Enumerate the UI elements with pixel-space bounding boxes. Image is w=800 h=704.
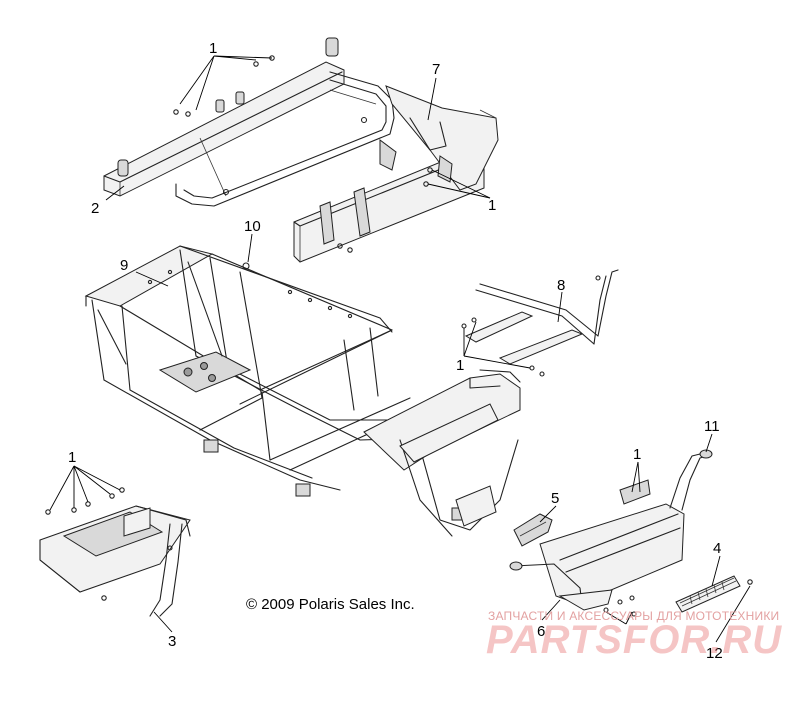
part-7-rear-bracket	[293, 85, 499, 263]
copyright-notice: © 2009 Polaris Sales Inc.	[246, 596, 415, 613]
part-6-front-bumper	[509, 449, 713, 617]
leader-lines	[49, 55, 751, 643]
callout-6: 6	[537, 623, 545, 640]
part-2-cargo-rail-frame	[103, 37, 395, 207]
callout-9: 9	[120, 257, 128, 274]
part-4-grille-panel	[675, 575, 753, 613]
part-8-support-bracket	[461, 269, 619, 377]
callout-1a: 1	[209, 40, 217, 57]
callout-7: 7	[432, 61, 440, 78]
callout-12: 12	[706, 645, 723, 662]
callout-4: 4	[713, 540, 721, 557]
callout-5: 5	[551, 490, 559, 507]
watermark-logo: PARTSFOR.RU	[486, 618, 783, 662]
part-3-skid-frame	[39, 487, 191, 617]
callout-10: 10	[244, 218, 261, 235]
part-5-bracket	[513, 513, 553, 547]
callout-2: 2	[91, 200, 99, 217]
callout-8: 8	[557, 277, 565, 294]
callout-1e: 1	[633, 446, 641, 463]
callout-1b: 1	[488, 197, 496, 214]
callout-1c: 1	[456, 357, 464, 374]
callout-1d: 1	[68, 449, 76, 466]
callout-11: 11	[704, 418, 720, 435]
callout-3: 3	[168, 633, 176, 650]
watermark-tagline: ЗАПЧАСТИ И АКСЕССУАРЫ ДЛЯ МОТОТЕХНИКИ	[488, 609, 780, 623]
callout-labels: 1 2 7 1 10 9 8 1 1 3 5 11 1 4 6 12	[68, 40, 723, 662]
part-9-main-chassis	[84, 245, 521, 537]
